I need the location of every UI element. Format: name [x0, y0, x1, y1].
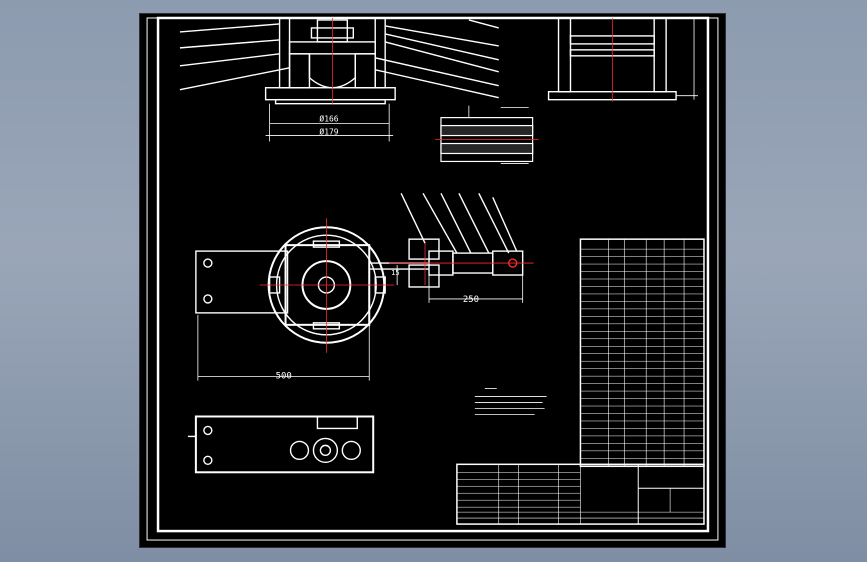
dim-15: 15 — [391, 269, 399, 277]
cad-drawing: Ø166 Ø179 — [146, 16, 719, 541]
parts-list-table — [579, 238, 705, 468]
shaft-detail — [434, 105, 539, 164]
technical-notes — [474, 388, 547, 415]
drawing-frame — [146, 16, 719, 541]
title-block — [456, 463, 705, 525]
plan-view-assembly — [195, 192, 534, 381]
dim-250: 250 — [463, 295, 479, 305]
dim-phi166: Ø166 — [319, 114, 338, 124]
front-view-assembly — [179, 17, 499, 142]
cad-viewport[interactable]: Ø166 Ø179 — [139, 13, 726, 548]
side-view-assembly — [547, 17, 699, 102]
dim-phi179: Ø179 — [319, 127, 338, 137]
dim-500: 500 — [276, 372, 292, 382]
gear-box-view — [187, 415, 375, 474]
